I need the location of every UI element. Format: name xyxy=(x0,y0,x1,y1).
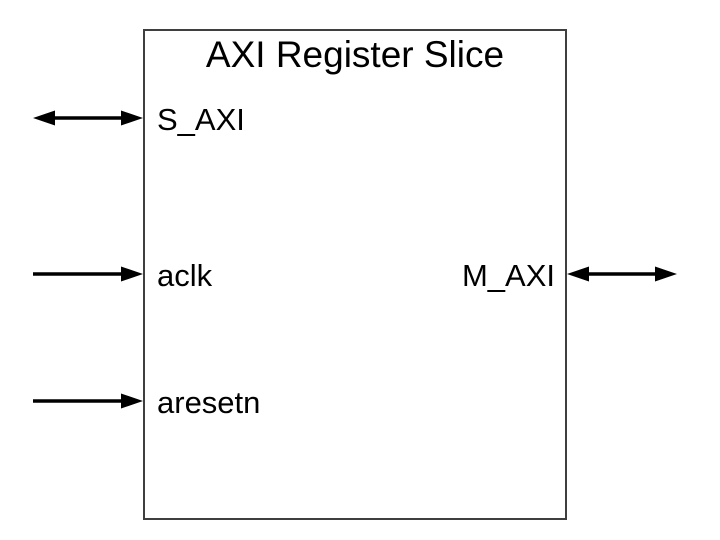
port-label-aresetn: aresetn xyxy=(157,385,261,420)
port-label-m-axi: M_AXI xyxy=(461,258,555,293)
aclk-input-arrow-icon xyxy=(33,266,143,282)
port-label-aclk: aclk xyxy=(157,258,213,293)
s-axi-bidirectional-arrow-icon xyxy=(33,110,143,126)
aresetn-input-arrow-icon xyxy=(33,393,143,409)
m-axi-bidirectional-arrow-icon xyxy=(567,266,677,282)
block-title: AXI Register Slice xyxy=(205,34,505,75)
ip-block-axi-register-slice: AXI Register Slice S_AXI aclk aresetn M_… xyxy=(143,29,567,520)
port-label-s-axi: S_AXI xyxy=(157,102,245,137)
